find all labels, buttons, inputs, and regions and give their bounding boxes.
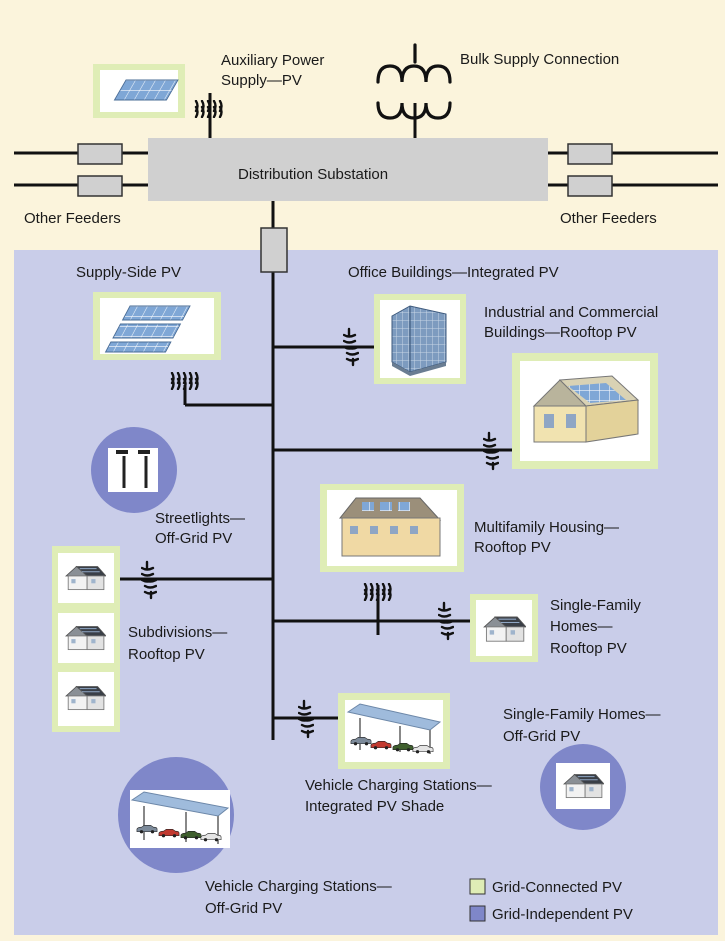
multifamily-label-line2: Rooftop PV (474, 539, 551, 556)
vcs-offgrid-label-line2: Off-Grid PV (205, 900, 282, 917)
streetlights-label-line2: Off-Grid PV (155, 530, 232, 547)
substation-label: Distribution Substation (238, 166, 388, 183)
solar-panel-icon (113, 79, 179, 101)
streetlights-label-line1: Streetlights— (155, 510, 245, 527)
vcs-integrated-label-line1: Vehicle Charging Stations— (305, 777, 492, 794)
bulk-supply-transformer-icon (376, 43, 452, 120)
solar-array-icon (104, 305, 191, 353)
auxiliary-label-line1: Auxiliary Power (221, 52, 324, 69)
legend: Grid-Connected PV Grid-Independent PV (469, 878, 633, 923)
bulk-supply-label: Bulk Supply Connection (460, 51, 619, 68)
multifamily-building-icon (338, 497, 442, 557)
vcs-integrated-label-line2: Integrated PV Shade (305, 798, 444, 815)
feeder-breaker (567, 143, 613, 165)
streetlight-icon (116, 450, 150, 488)
auxiliary-label-line2: Supply—PV (221, 72, 302, 89)
industrial-label-line1: Industrial and Commercial (484, 304, 658, 321)
carport-icon (130, 791, 230, 844)
feeder-breaker (567, 175, 613, 197)
other-feeders-left-label: Other Feeders (24, 210, 121, 227)
subdivisions-label-line1: Subdivisions— (128, 624, 227, 641)
distribution-substation (148, 138, 548, 201)
vcs-offgrid-label-line1: Vehicle Charging Stations— (205, 878, 392, 895)
office-building-icon (391, 305, 447, 376)
office-label: Office Buildings—Integrated PV (348, 264, 559, 281)
supply-side-label: Supply-Side PV (76, 264, 181, 281)
feeder-breaker (77, 143, 123, 165)
legend-grid-connected: Grid-Connected PV (492, 879, 622, 896)
single-family-label-line1: Single-Family (550, 597, 641, 614)
legend-swatch-grid-independent (469, 905, 486, 922)
subdivisions-label-line2: Rooftop PV (128, 646, 205, 663)
carport-icon (346, 703, 442, 754)
single-family-label-line3: Rooftop PV (550, 640, 627, 657)
legend-swatch-grid-connected (469, 878, 486, 895)
sf-offgrid-label-line1: Single-Family Homes— (503, 706, 661, 723)
feeder-breaker (77, 175, 123, 197)
industrial-label-line2: Buildings—Rooftop PV (484, 324, 637, 341)
sf-offgrid-label-line2: Off-Grid PV (503, 728, 580, 745)
legend-grid-independent: Grid-Independent PV (492, 906, 633, 923)
other-feeders-right-label: Other Feeders (560, 210, 657, 227)
main-feeder-breaker (260, 227, 288, 273)
single-family-label-line2: Homes— (550, 618, 613, 635)
commercial-building-icon (532, 375, 640, 443)
multifamily-label-line1: Multifamily Housing— (474, 519, 619, 536)
